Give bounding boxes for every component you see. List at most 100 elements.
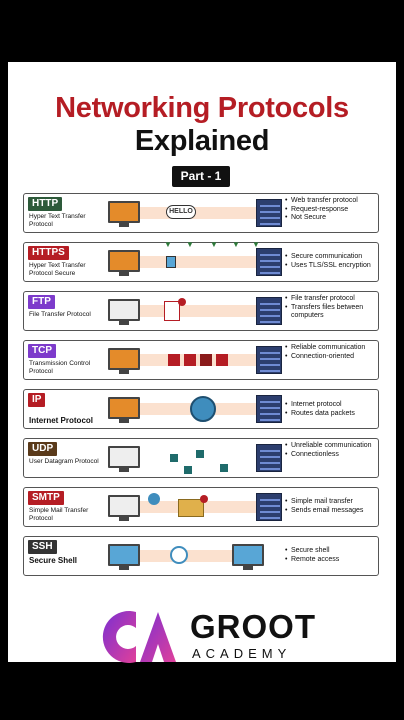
server-icon xyxy=(256,248,282,276)
globe-icon xyxy=(148,493,160,505)
packet-icon xyxy=(168,354,180,366)
server-icon xyxy=(256,297,282,325)
protocol-full-name: Hyper Text Transfer Protocol xyxy=(29,213,86,228)
shield-icon: ▼ xyxy=(252,240,260,249)
computer-icon xyxy=(108,495,140,517)
protocol-bullets: Unreliable communication Connectionless xyxy=(284,442,379,476)
shield-icon: ▼ xyxy=(186,240,194,249)
protocol-diagram: ▼ ▼ ▼ ▼ ▼ xyxy=(108,240,282,278)
protocol-row-ssh: SSH Secure Shell Secure shell Remote acc… xyxy=(23,536,383,580)
transfer-band xyxy=(138,256,258,268)
protocol-full-name: Hyper Text Transfer Protocol Secure xyxy=(29,262,86,277)
bullet: Transfers files between computers xyxy=(284,304,379,321)
groot-academy-logo: GROOT ACADEMY xyxy=(92,602,322,672)
logo-mark-icon xyxy=(102,611,176,663)
envelope-icon xyxy=(178,499,204,517)
protocol-full-name: User Datagram Protocol xyxy=(29,458,99,465)
monitor-stand xyxy=(119,223,129,227)
packet-icon xyxy=(200,354,212,366)
server-icon xyxy=(256,199,282,227)
protocol-badge: HTTP xyxy=(28,197,63,211)
file-badge-icon xyxy=(178,298,186,306)
title-line-1: Networking Protocols xyxy=(55,92,349,124)
lock-icon xyxy=(166,256,176,268)
protocol-badge: HTTPS xyxy=(28,246,69,260)
protocol-diagram xyxy=(108,442,282,474)
bullet: Uses TLS/SSL encryption xyxy=(284,262,379,271)
monitor-stand xyxy=(119,566,129,570)
computer-icon xyxy=(108,397,140,419)
protocol-row-smtp: SMTP Simple Mail Transfer Protocol Simpl… xyxy=(23,487,383,531)
packet-icon xyxy=(170,454,178,462)
computer-icon xyxy=(108,446,140,468)
bullet: Not Secure xyxy=(284,214,379,223)
protocol-row-tcp: TCP Transmission Control Protocol Reliab… xyxy=(23,340,383,384)
packet-icon xyxy=(216,354,228,366)
protocol-full-name: Simple Mail Transfer Protocol xyxy=(29,507,89,522)
protocol-full-name: Secure Shell xyxy=(29,556,78,565)
packet-icon xyxy=(220,464,228,472)
server-icon xyxy=(256,395,282,423)
computer-icon xyxy=(108,348,140,370)
protocol-bullets: Secure communication Uses TLS/SSL encryp… xyxy=(284,253,379,287)
monitor-stand xyxy=(119,517,129,521)
protocol-row-ftp: FTP File Transfer Protocol File transfer… xyxy=(23,291,383,335)
protocol-bullets: File transfer protocol Transfers files b… xyxy=(284,295,379,329)
bullet: Connection-oriented xyxy=(284,353,379,362)
bullet: Web transfer protocol xyxy=(284,197,379,206)
protocol-badge: IP xyxy=(28,393,46,407)
computer-icon xyxy=(108,250,140,272)
packet-icon xyxy=(196,450,204,458)
bullet: Remote access xyxy=(284,556,379,565)
packet-icon xyxy=(184,466,192,474)
computer-icon xyxy=(108,299,140,321)
protocol-diagram xyxy=(108,540,282,572)
brand-subtitle: ACADEMY xyxy=(192,646,292,661)
protocol-label: SMTP Simple Mail Transfer Protocol xyxy=(26,490,106,524)
server-icon xyxy=(256,444,282,472)
part-badge: Part - 1 xyxy=(172,166,230,187)
monitor-stand xyxy=(119,468,129,472)
protocol-full-name: File Transfer Protocol xyxy=(29,311,91,318)
bullet: Reliable communication xyxy=(284,344,379,353)
computer-icon xyxy=(108,544,140,566)
transfer-band xyxy=(138,207,258,219)
protocol-label: IP Internet Protocol xyxy=(26,392,106,426)
monitor-stand xyxy=(119,370,129,374)
notification-badge-icon xyxy=(200,495,208,503)
protocol-diagram xyxy=(108,393,282,425)
packet-icon xyxy=(184,354,196,366)
shield-icon: ▼ xyxy=(164,240,172,249)
protocol-diagram: HELLO xyxy=(108,197,282,229)
protocol-diagram xyxy=(108,491,282,523)
brand-name: GROOT xyxy=(190,608,316,645)
protocol-full-name: Transmission Control Protocol xyxy=(29,360,91,375)
computer-icon xyxy=(108,201,140,223)
protocol-label: UDP User Datagram Protocol xyxy=(26,441,106,475)
bullet: Unreliable communication xyxy=(284,442,379,451)
protocol-bullets: Secure shell Remote access xyxy=(284,547,379,581)
protocol-full-name: Internet Protocol xyxy=(29,416,94,425)
monitor-stand xyxy=(119,272,129,276)
protocol-bullets: Reliable communication Connection-orient… xyxy=(284,344,379,378)
sync-icon xyxy=(170,546,188,564)
transfer-band xyxy=(138,550,258,562)
bullet: Secure communication xyxy=(284,253,379,262)
protocol-badge: UDP xyxy=(28,442,58,456)
protocol-bullets: Internet protocol Routes data packets xyxy=(284,401,379,435)
title-line-2: Explained xyxy=(134,125,270,157)
computer-icon xyxy=(232,544,264,566)
bullet: Request-response xyxy=(284,206,379,215)
protocol-row-udp: UDP User Datagram Protocol Unreliable co… xyxy=(23,438,383,482)
bullet: File transfer protocol xyxy=(284,295,379,304)
protocol-row-http: HTTP Hyper Text Transfer Protocol HELLO … xyxy=(23,193,383,237)
bullet: Routes data packets xyxy=(284,410,379,419)
protocol-badge: FTP xyxy=(28,295,55,309)
protocol-badge: SMTP xyxy=(28,491,64,505)
bullet: Secure shell xyxy=(284,547,379,556)
protocol-label: HTTP Hyper Text Transfer Protocol xyxy=(26,196,106,230)
transfer-band xyxy=(138,354,258,366)
transfer-band xyxy=(138,305,258,317)
protocol-label: SSH Secure Shell xyxy=(26,539,106,573)
monitor-stand xyxy=(119,321,129,325)
